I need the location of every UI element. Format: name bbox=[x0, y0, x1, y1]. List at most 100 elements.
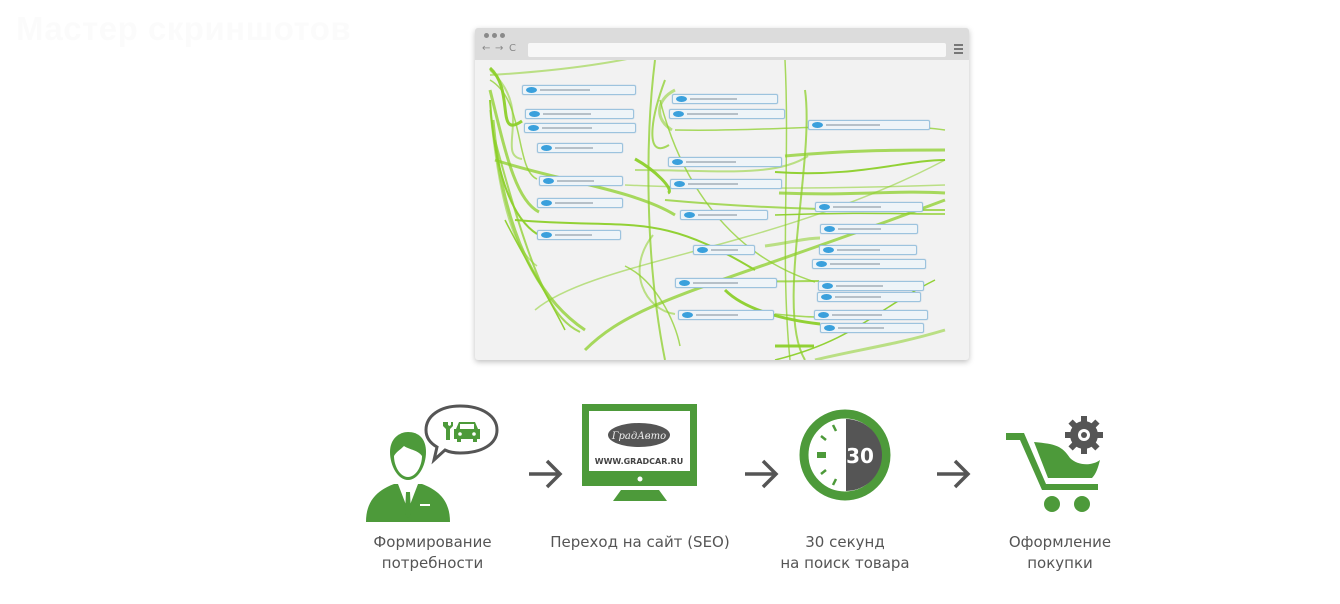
flow-edge bbox=[504, 219, 566, 331]
flow-node-label bbox=[826, 124, 880, 126]
page-bubble-icon bbox=[672, 159, 683, 165]
flow-edge bbox=[659, 99, 816, 283]
flow-node[interactable] bbox=[693, 245, 755, 255]
page-bubble-icon bbox=[674, 181, 685, 187]
flow-edge bbox=[489, 79, 538, 180]
flow-node[interactable] bbox=[819, 245, 917, 255]
flow-node-label bbox=[555, 234, 592, 236]
flow-edge bbox=[774, 159, 946, 175]
page-bubble-icon bbox=[673, 111, 684, 117]
window-dot-icon[interactable] bbox=[492, 33, 497, 38]
flow-node-label bbox=[698, 214, 737, 216]
forward-button[interactable]: → bbox=[495, 43, 504, 54]
flow-node[interactable] bbox=[522, 85, 636, 95]
page-bubble-icon bbox=[824, 325, 835, 331]
flow-node[interactable] bbox=[817, 292, 921, 302]
flow-node[interactable] bbox=[537, 198, 623, 208]
svg-text:30: 30 bbox=[846, 444, 874, 468]
page-bubble-icon bbox=[821, 294, 832, 300]
flow-node[interactable] bbox=[680, 210, 768, 220]
flow-node[interactable] bbox=[808, 120, 930, 130]
page-bubble-icon bbox=[684, 212, 695, 218]
window-dot-icon[interactable] bbox=[484, 33, 489, 38]
flow-node-label bbox=[696, 314, 738, 316]
flow-node-label bbox=[693, 282, 738, 284]
monitor-site-icon: ГрадАвто WWW.GRADCAR.RU bbox=[582, 404, 697, 501]
flow-node-label bbox=[838, 228, 881, 230]
window-dot-icon[interactable] bbox=[500, 33, 505, 38]
flow-edge bbox=[792, 89, 808, 360]
flow-edge bbox=[774, 212, 946, 216]
page-bubble-icon bbox=[543, 178, 554, 184]
flow-edge bbox=[494, 139, 581, 333]
page-bubble-icon bbox=[697, 247, 708, 253]
flow-node-label bbox=[833, 206, 881, 208]
flow-node-label bbox=[557, 180, 594, 182]
flow-node[interactable] bbox=[820, 224, 918, 234]
flow-node[interactable] bbox=[675, 278, 777, 288]
reload-button[interactable]: C bbox=[509, 43, 516, 54]
flow-node-label bbox=[688, 183, 738, 185]
flow-node[interactable] bbox=[539, 176, 623, 186]
flow-node[interactable] bbox=[525, 109, 634, 119]
flow-edge bbox=[814, 328, 946, 360]
flow-node[interactable] bbox=[818, 281, 924, 291]
page-bubble-icon bbox=[822, 283, 833, 289]
person-speech-car-icon bbox=[366, 404, 499, 522]
flow-graph bbox=[475, 60, 969, 360]
svg-text:ГрадАвто: ГрадАвто bbox=[611, 431, 666, 442]
page-bubble-icon bbox=[679, 280, 690, 286]
flow-node[interactable] bbox=[537, 143, 623, 153]
gear-icon bbox=[1065, 416, 1103, 454]
arrow-right-icon bbox=[745, 459, 779, 489]
page-bubble-icon bbox=[823, 247, 834, 253]
flow-node[interactable] bbox=[678, 310, 774, 320]
step-caption: Формирование потребности bbox=[373, 533, 492, 572]
flow-node-label bbox=[687, 113, 738, 115]
flow-edge bbox=[784, 148, 946, 158]
page-bubble-icon bbox=[824, 226, 835, 232]
flow-edge bbox=[634, 157, 671, 195]
flow-node-label bbox=[540, 89, 590, 91]
page-bubble-icon bbox=[541, 145, 552, 151]
flow-node[interactable] bbox=[524, 123, 636, 133]
step-site-visit: ГрадАвто WWW.GRADCAR.RU Переход на сайт … bbox=[550, 400, 730, 551]
flow-node-label bbox=[690, 98, 737, 100]
back-button[interactable]: ← bbox=[482, 43, 491, 54]
flow-node[interactable] bbox=[820, 323, 924, 333]
page-bubble-icon bbox=[819, 204, 830, 210]
flow-node-label bbox=[686, 161, 736, 163]
arrow-right-icon bbox=[937, 459, 971, 489]
address-bar[interactable] bbox=[528, 43, 946, 57]
flow-edge bbox=[764, 236, 821, 248]
flow-edge bbox=[489, 109, 538, 267]
flow-node-label bbox=[836, 285, 883, 287]
flow-node[interactable] bbox=[672, 94, 778, 104]
flow-edge bbox=[489, 69, 523, 160]
step-caption: Переход на сайт (SEO) bbox=[550, 533, 730, 551]
flow-node-label bbox=[542, 127, 592, 129]
flow-node[interactable] bbox=[669, 109, 785, 119]
flow-node-label bbox=[832, 314, 882, 316]
step-search-time: 30 30 секунд на поиск товара bbox=[780, 400, 910, 572]
flow-node[interactable] bbox=[814, 310, 928, 320]
browser-window: ← → C bbox=[475, 28, 969, 360]
flow-node[interactable] bbox=[668, 157, 782, 167]
flow-node[interactable] bbox=[812, 259, 926, 269]
page-title: Мастер скриншотов bbox=[16, 10, 352, 47]
flow-node-label bbox=[555, 147, 593, 149]
hamburger-icon[interactable] bbox=[954, 44, 963, 56]
flow-edge bbox=[784, 60, 791, 360]
flow-edge bbox=[488, 89, 540, 214]
flow-node[interactable] bbox=[815, 202, 923, 212]
flow-edge bbox=[651, 79, 670, 150]
flow-edge bbox=[638, 234, 676, 315]
page-bubble-icon bbox=[818, 312, 829, 318]
step-checkout: Оформление покупки bbox=[1000, 400, 1120, 572]
page-bubble-icon bbox=[541, 200, 552, 206]
flow-node-label bbox=[837, 249, 880, 251]
flow-node[interactable] bbox=[670, 179, 782, 189]
flow-node[interactable] bbox=[537, 230, 621, 240]
page-bubble-icon bbox=[682, 312, 693, 318]
step-caption: Оформление покупки bbox=[1008, 533, 1112, 572]
